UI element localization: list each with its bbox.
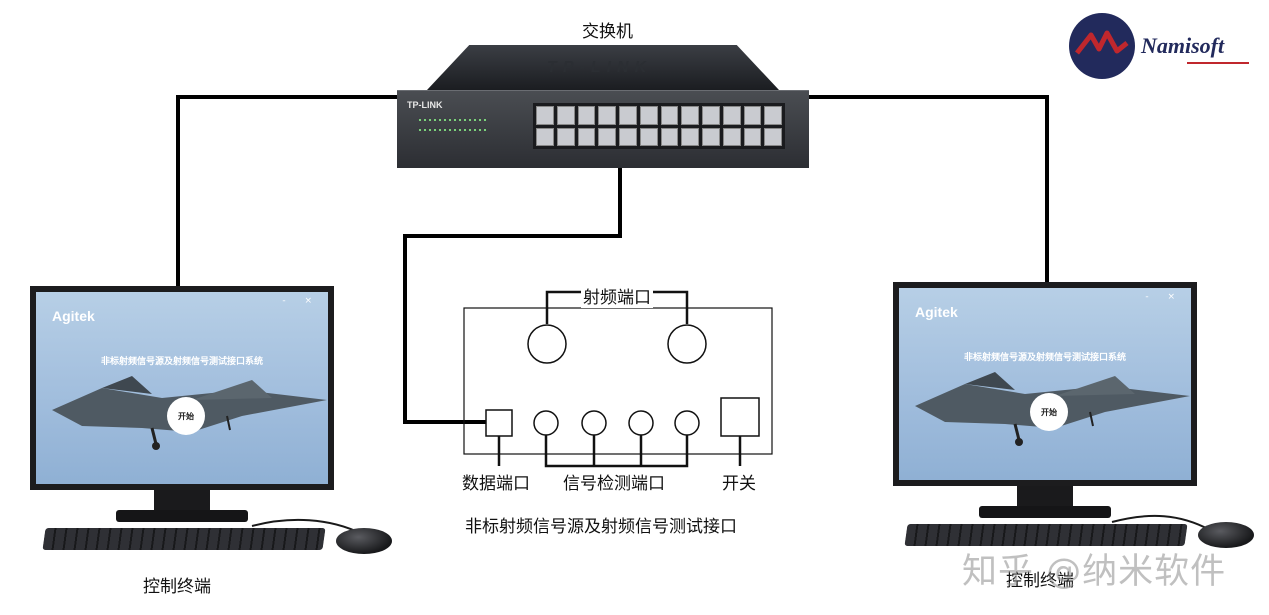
rf-interface-device [463, 290, 773, 468]
signal-port-circle [628, 410, 654, 436]
power-switch-square [720, 397, 760, 437]
ethernet-port [660, 127, 679, 146]
line-switch-to-data-port [403, 155, 622, 424]
monitor-stand [154, 490, 210, 510]
monitor-base [979, 506, 1111, 518]
ethernet-port [722, 106, 741, 125]
ethernet-port [702, 127, 720, 146]
logo-underline [1187, 62, 1249, 64]
signal-port-circle [581, 410, 607, 436]
ethernet-port [536, 127, 554, 146]
watermark: 知乎 @纳米软件 [962, 552, 1227, 592]
led-row [419, 119, 489, 121]
signal-bracket [544, 435, 689, 468]
switch-label: 交换机 [582, 22, 633, 42]
app-title: Agitek [52, 308, 95, 324]
ethernet-port [743, 127, 762, 146]
line-switch-to-left-terminal [176, 95, 398, 288]
monitor-stand [1017, 486, 1073, 506]
logo-emblem [1069, 13, 1135, 79]
rf-port-label: 射频端口 [581, 283, 653, 308]
signal-port-circle [674, 410, 700, 436]
app-system-name: 非标射频信号源及射频信号测试接口系统 [100, 357, 263, 367]
ethernet-port [598, 106, 616, 125]
ethernet-port [764, 127, 782, 146]
ethernet-port [639, 127, 658, 146]
ethernet-port [619, 106, 637, 125]
rf-port-circle [527, 324, 567, 364]
ethernet-port [764, 106, 782, 125]
ethernet-port [598, 127, 616, 146]
left-terminal-label: 控制终端 [143, 577, 211, 597]
device-outline [463, 307, 773, 455]
switch-button-label: 开关 [722, 474, 756, 494]
right-terminal-label: 控制终端 [1006, 571, 1074, 591]
device-title: 非标射频信号源及射频信号测试接口 [465, 517, 737, 537]
data-port-label: 数据端口 [462, 474, 530, 494]
window-controls[interactable]: - × [1145, 292, 1183, 302]
logo-text: Namisoft [1141, 33, 1225, 58]
ethernet-port [702, 106, 720, 125]
window-controls[interactable]: - × [282, 296, 320, 306]
right-mouse [1198, 522, 1254, 548]
ethernet-port [577, 127, 596, 146]
line-switch-to-right-terminal [808, 95, 1049, 286]
monitor-base [116, 510, 248, 522]
ethernet-port [660, 106, 679, 125]
left-mouse [336, 528, 392, 554]
switch-port-grid [533, 103, 785, 149]
signal-port-circle [533, 410, 559, 436]
ethernet-port [556, 106, 575, 125]
switch-top-panel: TP-LINK [427, 45, 779, 90]
app-screen: Agitek - × 非标射频信号源及射频信号测试接口系统 开始 [36, 292, 328, 484]
ethernet-port [681, 106, 699, 125]
network-switch: TP-LINK TP-LINK [397, 45, 809, 168]
switch-front-panel: TP-LINK [397, 90, 809, 168]
right-mouse-cable [1111, 514, 1211, 531]
switch-brand: TP-LINK [407, 100, 443, 110]
app-title: Agitek [915, 304, 958, 320]
ethernet-port [639, 106, 658, 125]
led-row [419, 129, 489, 131]
start-button[interactable]: 开始 [167, 397, 205, 435]
signal-port-label: 信号检测端口 [563, 474, 665, 494]
data-port-square [485, 409, 513, 437]
ethernet-port [577, 106, 596, 125]
ethernet-port [681, 127, 699, 146]
ethernet-port [556, 127, 575, 146]
app-system-name: 非标射频信号源及射频信号测试接口系统 [963, 353, 1126, 363]
ethernet-port [619, 127, 637, 146]
start-button[interactable]: 开始 [1030, 393, 1068, 431]
switch-top-brand: TP-LINK [545, 59, 654, 76]
app-screen: Agitek - × 非标射频信号源及射频信号测试接口系统 开始 [899, 288, 1191, 480]
ethernet-port [722, 127, 741, 146]
ethernet-port [743, 106, 762, 125]
logo-wave-icon [1075, 30, 1129, 55]
rf-port-circle [667, 324, 707, 364]
ethernet-port [536, 106, 554, 125]
